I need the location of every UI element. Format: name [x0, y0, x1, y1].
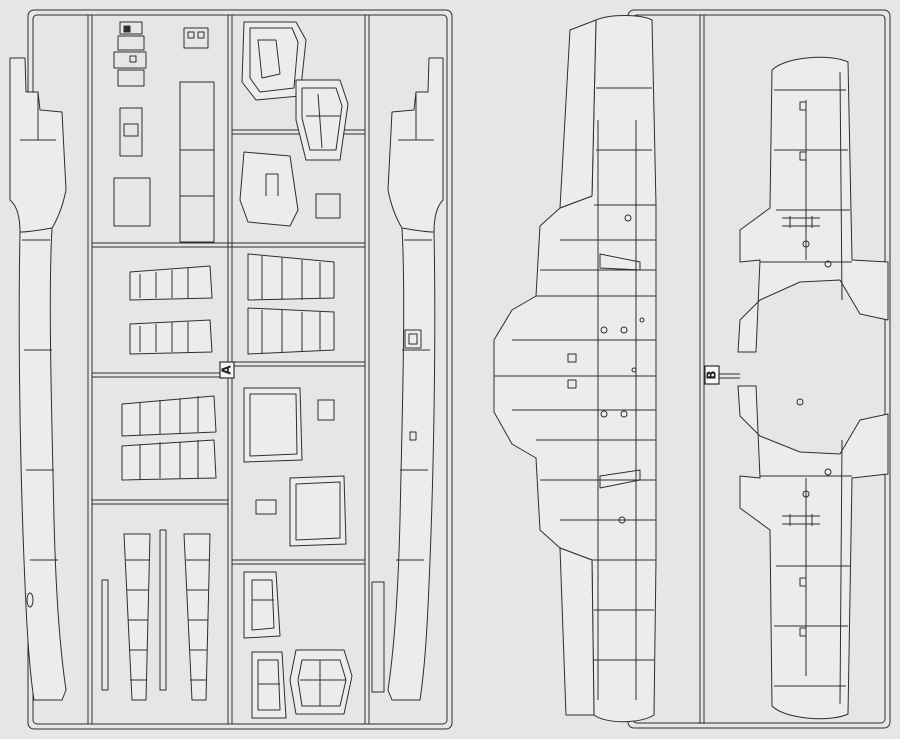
gear-door-parts — [243, 571, 287, 719]
stabilizer-parts-right — [247, 253, 335, 355]
thin-rod-parts — [101, 529, 385, 693]
long-strip-parts — [179, 81, 215, 243]
canopy-frame-lower — [289, 649, 353, 715]
fuselage-right-hatch — [404, 329, 422, 349]
wing-rib-lines — [494, 87, 656, 700]
sprue-b-letter: B — [705, 370, 719, 379]
upper-wing-bottom-panels — [796, 398, 832, 637]
fuselage-left-window — [26, 592, 34, 608]
sprue-b — [493, 9, 891, 729]
sprue-a — [9, 9, 453, 730]
wing-access-panels — [567, 214, 645, 524]
canopy-frame-middle — [295, 79, 349, 161]
fuselage-right-panel-lines — [396, 92, 435, 561]
flap-strips — [123, 533, 211, 701]
bulkhead-part — [113, 177, 151, 227]
fin-parts-left — [129, 265, 213, 355]
sprue-a-runners — [87, 15, 370, 724]
small-panel-a — [315, 193, 341, 219]
wing-lower-half — [493, 15, 657, 723]
sprue-b-label: B — [704, 365, 720, 385]
instrument-panel-parts — [113, 21, 209, 87]
fuselage-left-panel-lines — [19, 92, 58, 561]
cockpit-floor-part — [239, 151, 299, 227]
sprue-a-label: A — [219, 361, 235, 379]
fuselage-right-small-window — [409, 431, 417, 441]
wing-upper-half-top — [737, 56, 889, 353]
tailplane-parts — [121, 395, 217, 481]
cabin-floor-part — [119, 107, 143, 157]
window-frames — [243, 387, 347, 547]
sprue-a-letter: A — [220, 365, 234, 375]
upper-wing-top-panels — [799, 101, 832, 268]
wing-upper-half-bottom — [737, 385, 889, 720]
